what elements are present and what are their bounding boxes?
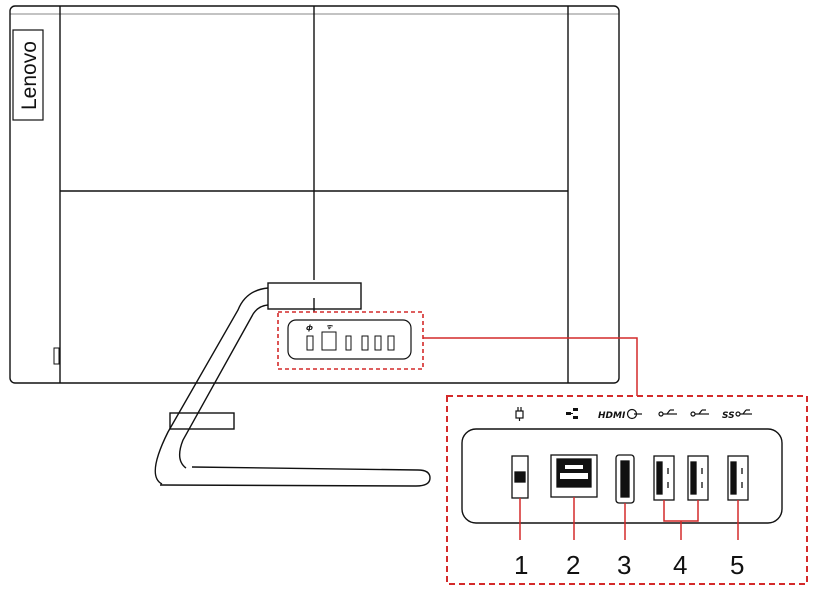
monitor-back [9,5,620,384]
svg-text:ф: ф [306,324,313,332]
ss-symbol: SS [722,411,735,421]
callout-connector [423,337,638,396]
usb-icon [658,409,677,417]
usb-ss-icon: SS [722,409,752,421]
power-plug-icon [515,407,524,421]
port-number-4: 4 [673,550,687,580]
port-number-1: 1 [514,550,528,580]
port-number-5: 5 [730,550,744,580]
hdmi-out-icon: HDMI [598,408,642,421]
port-panel-small: ф ᯤ [277,311,424,370]
svg-text:ᯤ: ᯤ [326,323,333,331]
brand-badge: Lenovo [12,29,44,121]
port-number-3: 3 [617,550,631,580]
ethernet-port [550,454,598,498]
monitor-stand [154,282,431,487]
leader-lines [519,497,739,540]
hdmi-symbol: HDMI [598,411,626,421]
ethernet-icon [566,408,578,419]
ports-detail-callout: HDMI SS [446,395,808,585]
port-number-2: 2 [566,550,580,580]
usb-icon [690,409,709,417]
brand-logo-text: Lenovo [18,41,41,110]
